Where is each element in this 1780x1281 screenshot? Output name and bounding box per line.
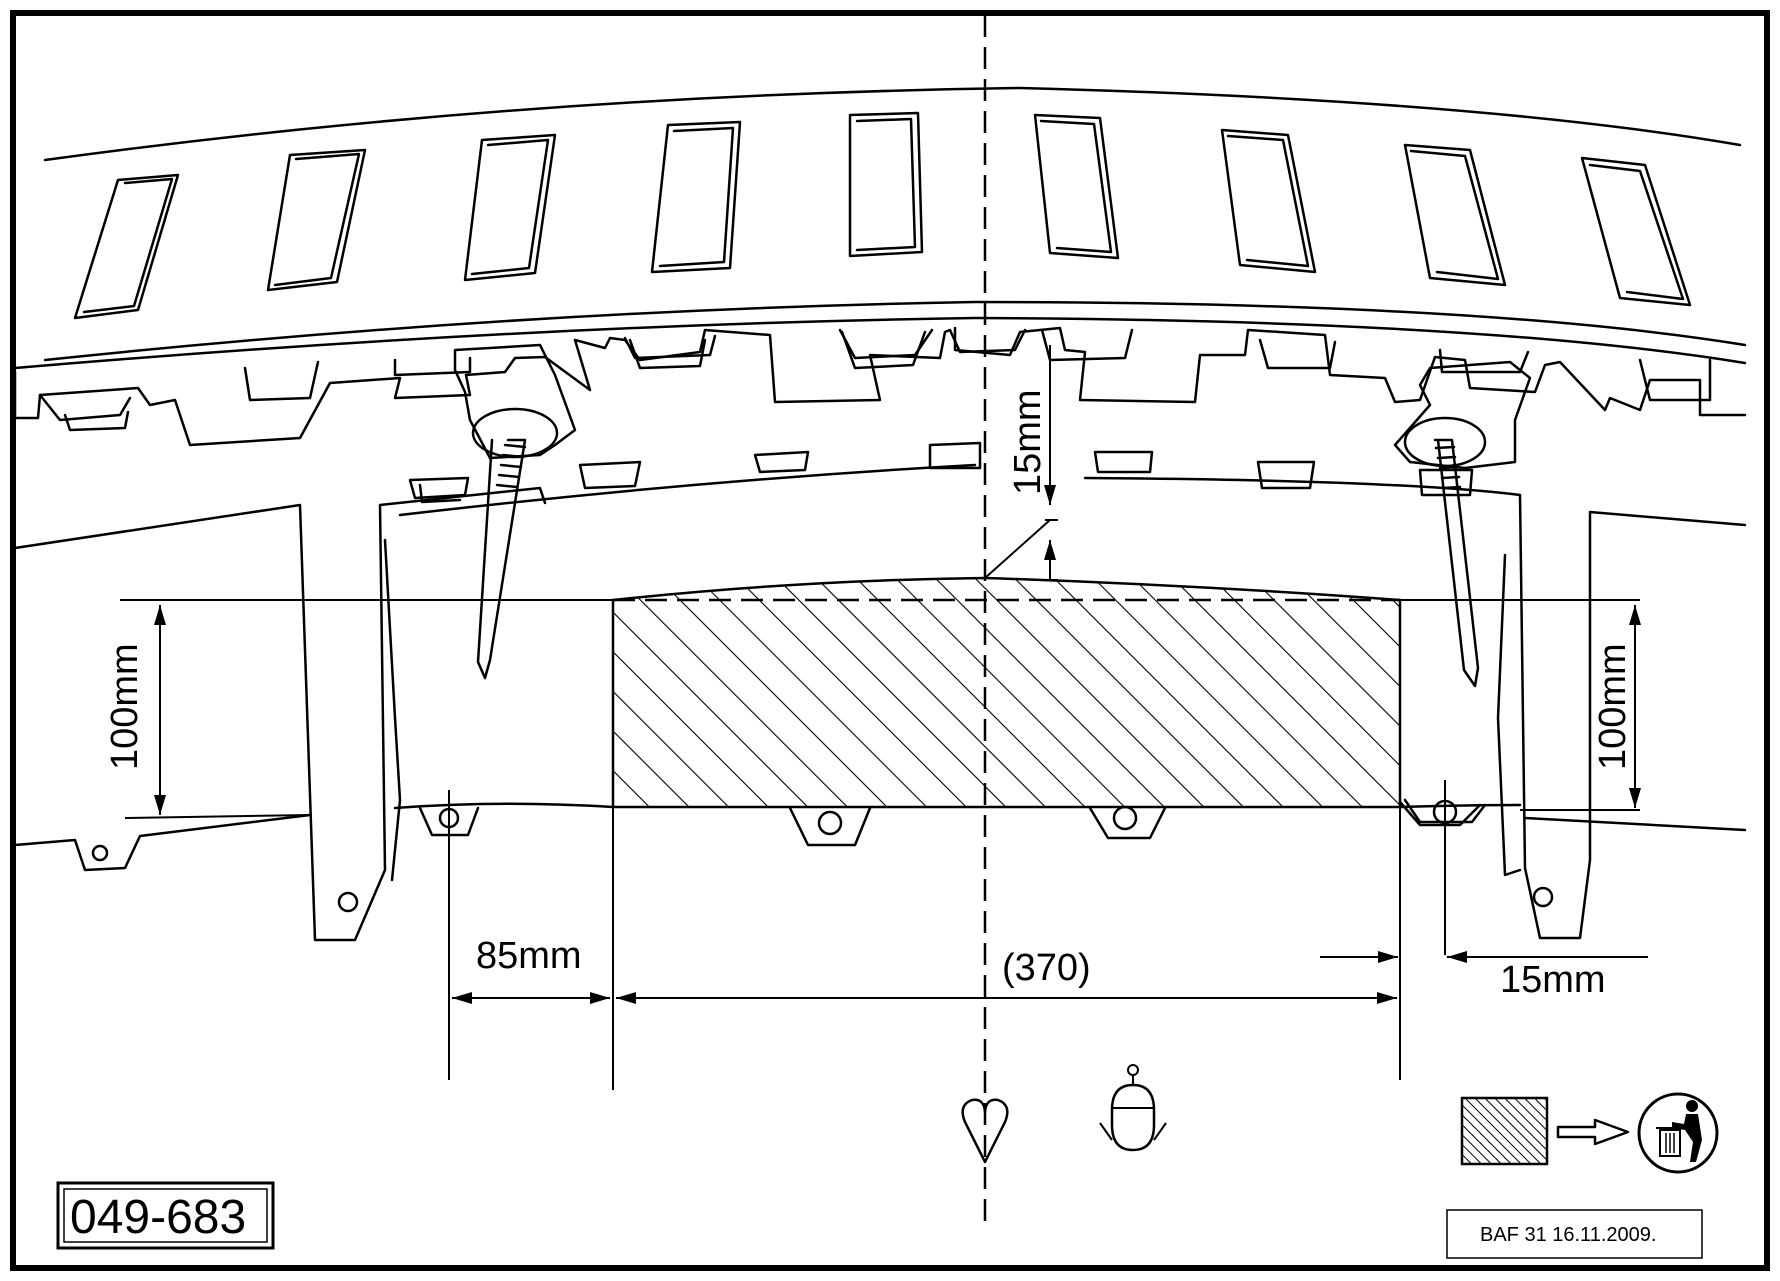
- welding-mask-icon: [1099, 1064, 1167, 1152]
- lower-clip-row: [398, 441, 1522, 517]
- lower-body: [13, 486, 1747, 942]
- dim-label-top-gap: 15mm: [1007, 389, 1049, 495]
- figure-code-box: 049-683: [56, 1181, 275, 1250]
- dim-label-right-height: 100mm: [1592, 643, 1634, 770]
- dim-label-cut-width: (370): [1002, 947, 1091, 989]
- hatched-area-swatch: [1460, 1096, 1549, 1166]
- window-row: [73, 111, 1692, 320]
- frame-border: [10, 10, 1770, 1271]
- heart-icon: [961, 1098, 1009, 1164]
- dim-label-left-height: 100mm: [104, 643, 146, 770]
- dimensions: [120, 345, 1648, 1090]
- upper-panel: [13, 86, 1747, 370]
- dim-label-left-offset: 85mm: [476, 935, 582, 977]
- right-bolt: [1433, 438, 1480, 688]
- arrow-right-icon: [1556, 1118, 1630, 1146]
- left-bolt: [476, 438, 527, 680]
- figure-code: 049-683: [70, 1191, 246, 1244]
- bracket-band: [13, 326, 1747, 470]
- dim-label-right-offset: 15mm: [1500, 959, 1606, 1001]
- stamp-box: BAF 31 16.11.2009.: [1446, 1209, 1703, 1259]
- trash-bin-icon: [1637, 1092, 1719, 1174]
- stamp-text: BAF 31 16.11.2009.: [1480, 1224, 1656, 1246]
- cut-area: [393, 576, 1522, 847]
